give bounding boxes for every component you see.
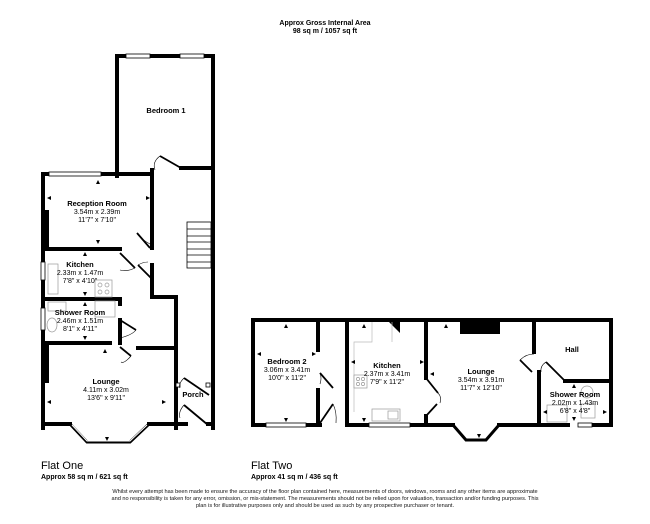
door-swings-flat-two	[319, 353, 547, 424]
kitchen-fixtures-flat-one	[46, 263, 116, 333]
room-label-kitchen-flat-two: Kitchen 2.37m x 3.41m 7'9" x 11'2"	[363, 361, 411, 386]
room-label-bedroom-2: Bedroom 2 3.06m x 3.41m 10'0" x 11'2"	[263, 357, 311, 382]
gross-area-title: Approx Gross Internal Area	[279, 20, 371, 27]
bay-window-flat-two	[451, 424, 501, 442]
room-label-reception-room: Reception Room 3.54m x 2.39m 11'7" x 7'1…	[67, 199, 127, 224]
room-label-lounge-flat-two: Lounge 3.54m x 3.91m 11'7" x 12'10"	[457, 367, 505, 392]
room-label-shower-room-flat-two: Shower Room 2.02m x 1.43m 6'8" x 4'8"	[549, 390, 601, 415]
bay-window-flat-one	[68, 422, 151, 444]
flat-one-walls	[41, 54, 215, 430]
flat-two-area: Approx 41 sq m / 436 sq ft	[251, 474, 338, 481]
door-swings-flat-one	[119, 155, 185, 419]
flat-one-title: Flat One	[41, 460, 84, 472]
room-label-lounge-flat-one: Lounge 4.11m x 3.02m 13'6" x 9'11"	[83, 377, 129, 402]
room-label-porch: Porch	[182, 390, 204, 399]
chimney-breasts	[42, 210, 49, 383]
disclaimer-text: Whilst every attempt has been made to en…	[111, 489, 539, 509]
flat-two-title: Flat Two	[251, 460, 293, 472]
dimension-markers	[47, 180, 607, 441]
doors-flat-two	[319, 359, 566, 424]
gross-area-value: 98 sq m / 1057 sq ft	[292, 28, 358, 35]
flat-one-area: Approx 58 sq m / 621 sq ft	[41, 474, 128, 481]
windows-flat-one	[40, 53, 211, 388]
kitchen-fixtures-flat-two	[353, 322, 596, 423]
room-label-hall: Hall	[565, 345, 579, 354]
room-label-bedroom-1: Bedroom 1	[146, 106, 186, 115]
flat-two-walls	[251, 318, 613, 427]
doors-flat-one	[119, 155, 210, 426]
windows-flat-two	[265, 422, 593, 428]
room-label-shower-room-flat-one: Shower Room 2.46m x 1.51m 8'1" x 4'11"	[54, 308, 106, 333]
staircase	[186, 221, 212, 269]
bay-window-glass	[71, 424, 148, 442]
room-label-kitchen-flat-one: Kitchen 2.33m x 1.47m 7'8" x 4'10"	[56, 260, 104, 285]
